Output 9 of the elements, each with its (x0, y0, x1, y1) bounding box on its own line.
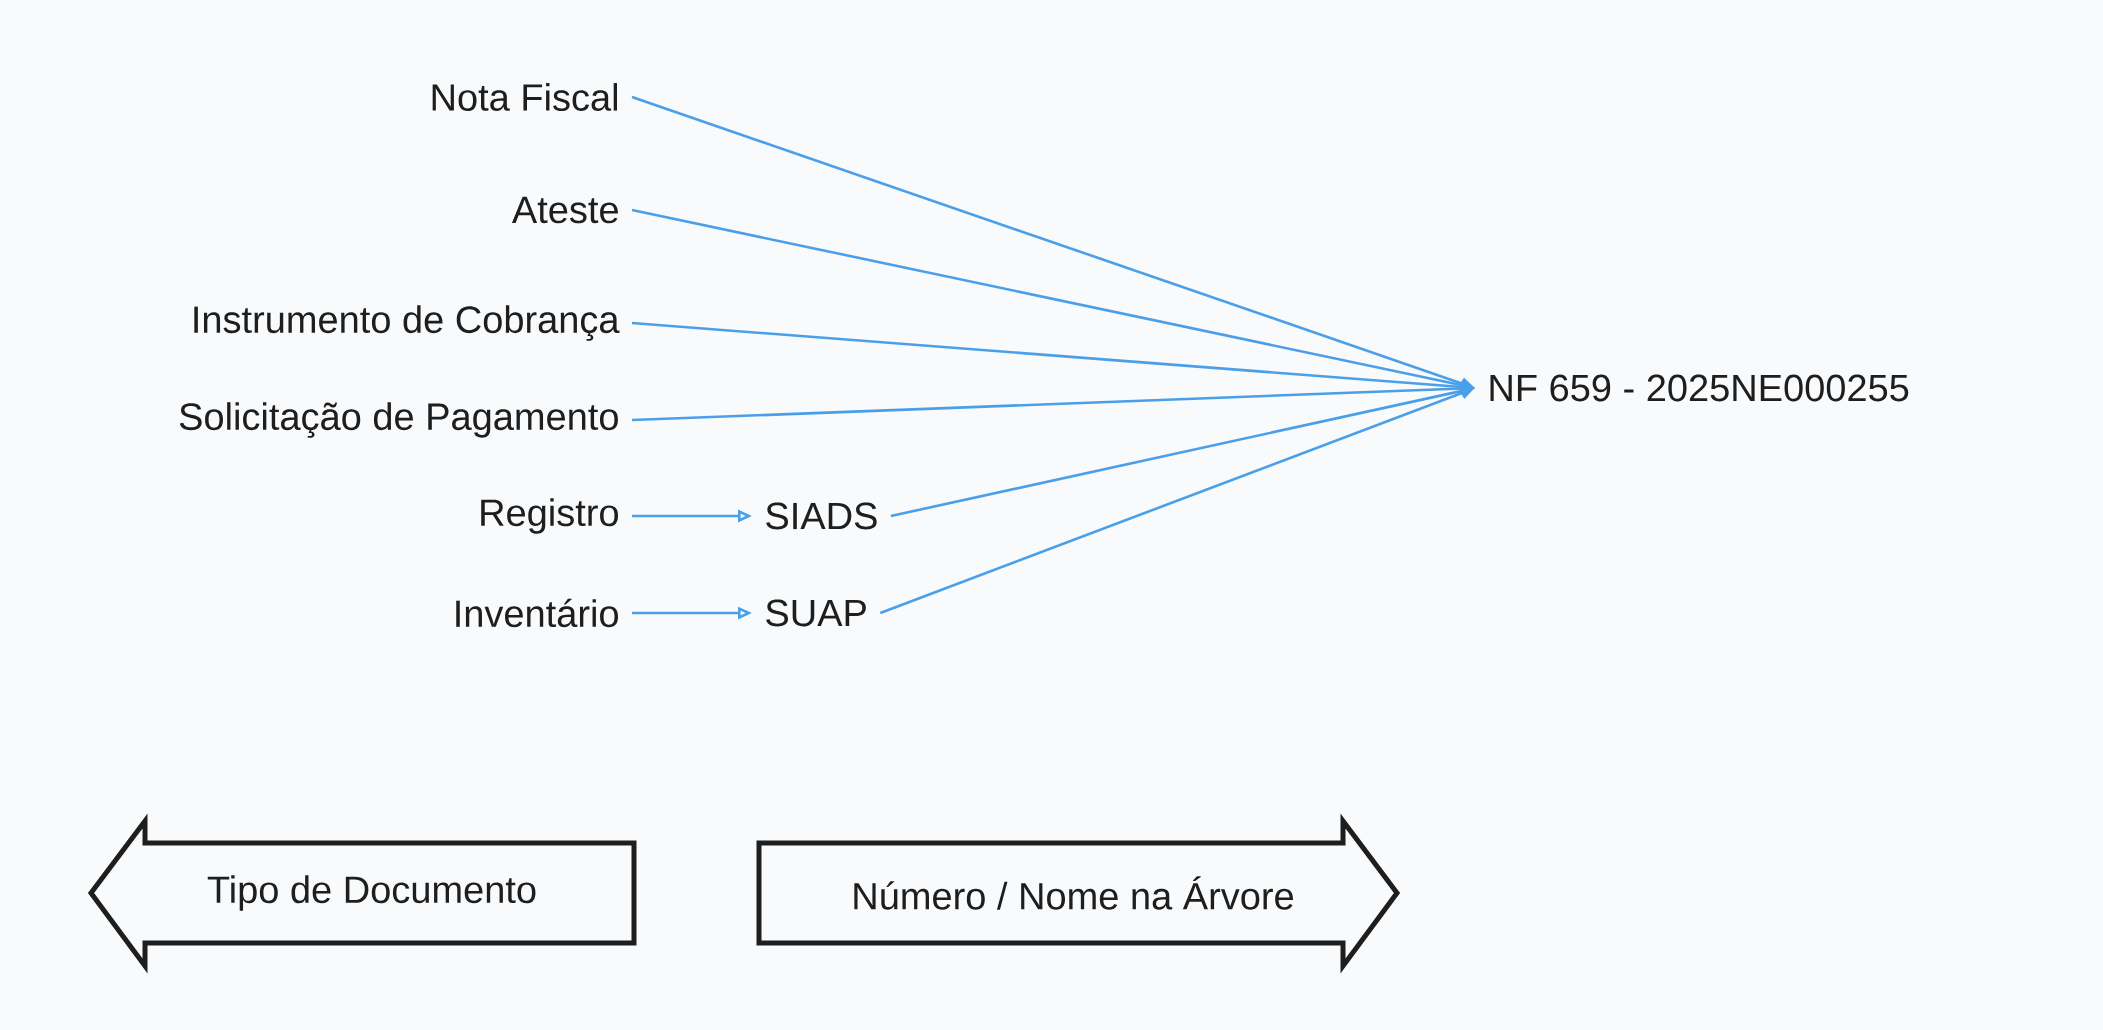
label-text: NF 659 - 2025NE000255 (1490, 374, 1909, 402)
label-text: SIADS (766, 502, 877, 530)
label-text: Ateste (511, 196, 618, 224)
label-text: Inventário (456, 598, 618, 628)
label-text: SUAP (766, 599, 866, 627)
label-text: Instrumento de Cobrança (194, 305, 620, 341)
label-text: Nota Fiscal (432, 83, 617, 111)
label-text: Solicitação de Pagamento (179, 402, 618, 438)
label-text: Registro (481, 498, 618, 534)
